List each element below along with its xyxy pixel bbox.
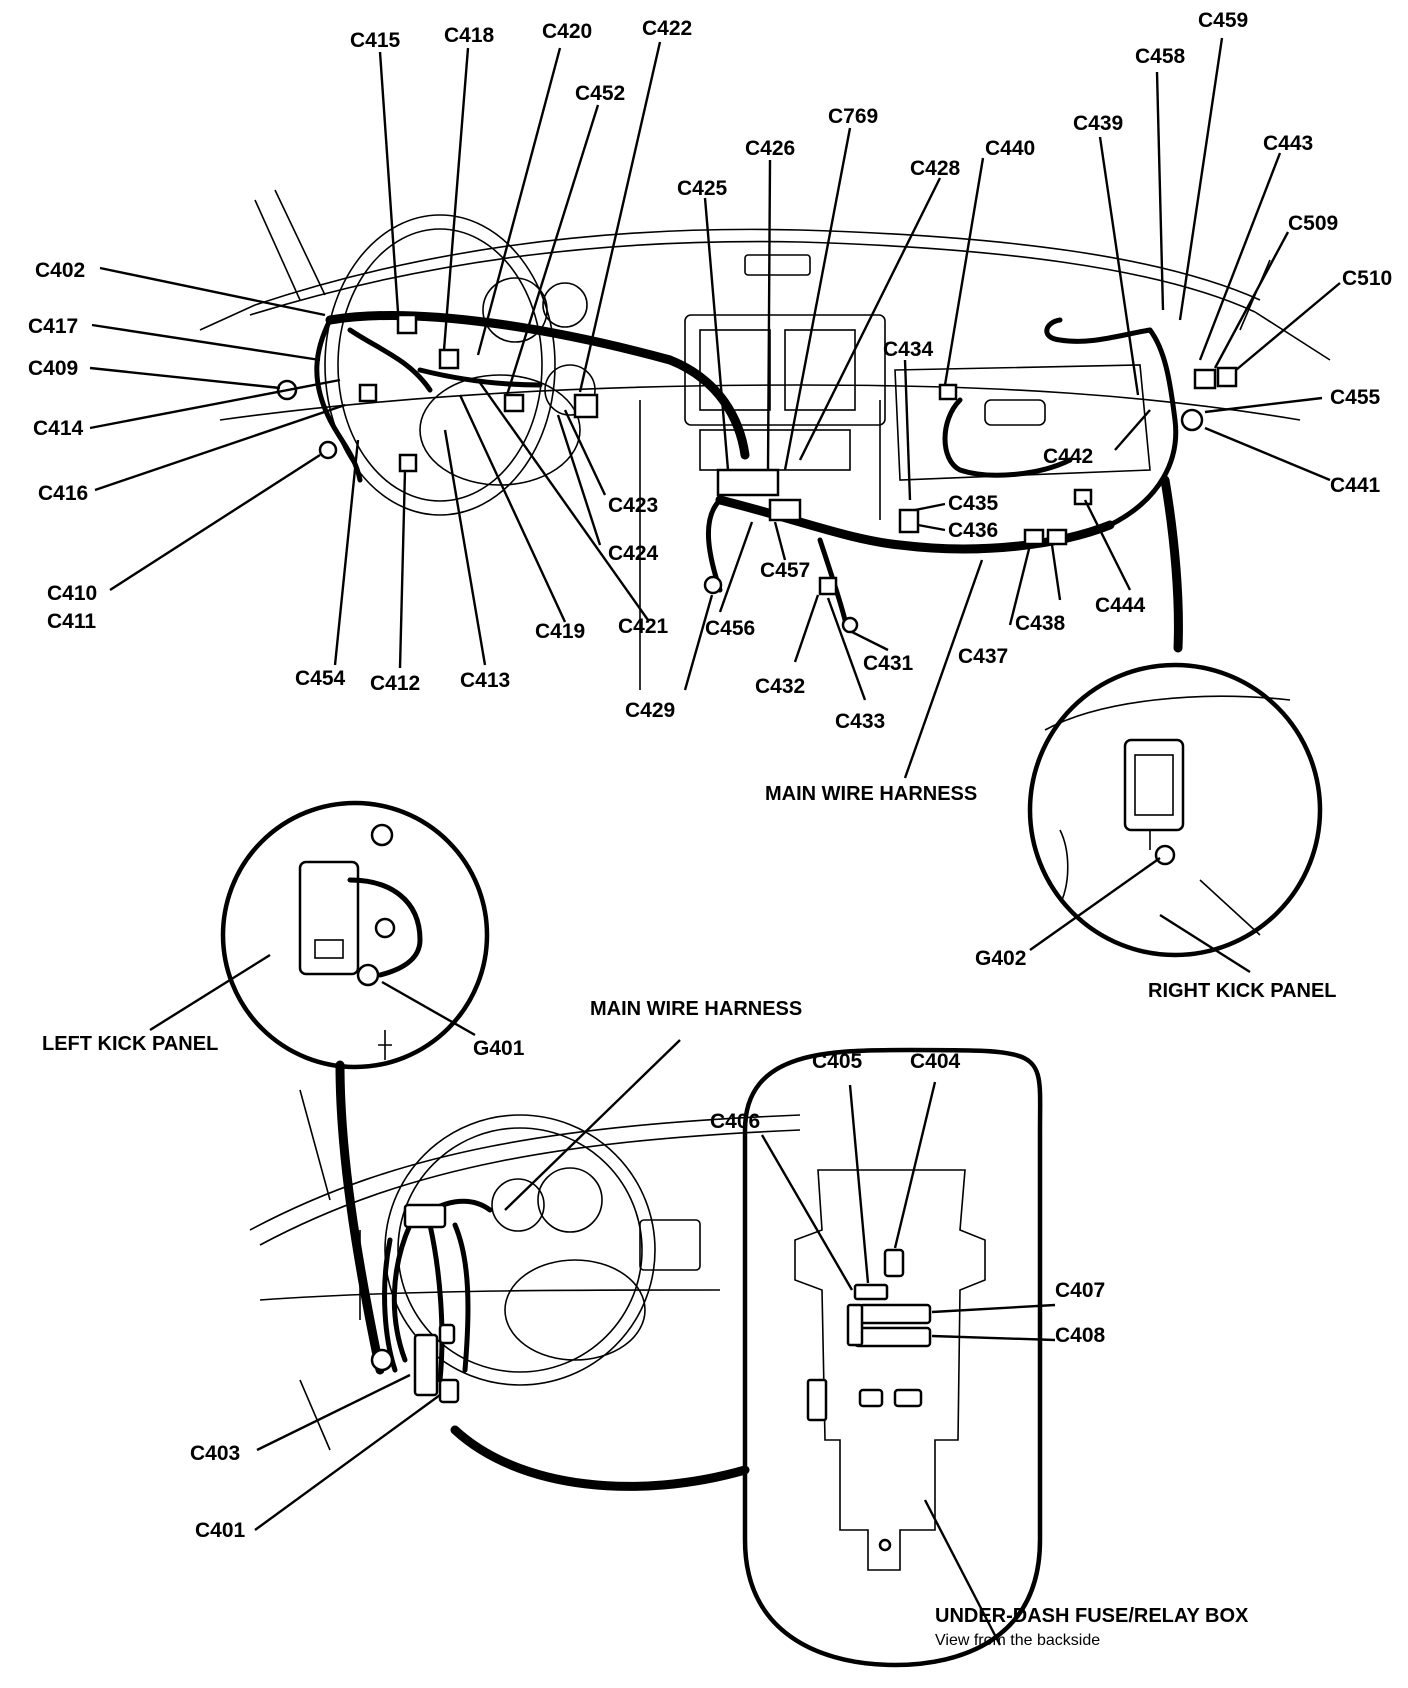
label-c454: C454 [295, 667, 346, 690]
label-c407: C407 [1055, 1279, 1105, 1302]
label-c426: C426 [745, 137, 795, 160]
label-c439: C439 [1073, 112, 1123, 135]
label-c420: C420 [542, 20, 592, 43]
label-c425: C425 [677, 177, 728, 200]
label-c432: C432 [755, 675, 805, 698]
label-c452: C452 [575, 82, 625, 105]
label-c455: C455 [1330, 386, 1381, 409]
label-c409: C409 [28, 357, 78, 380]
caption-fuse-relay-box-note: View from the backside [935, 1632, 1100, 1649]
label-c422: C422 [642, 17, 692, 40]
label-c403: C403 [190, 1442, 240, 1465]
left-kick-panel-inset [149, 800, 490, 1375]
label-c401: C401 [195, 1519, 246, 1542]
label-c458: C458 [1135, 45, 1186, 68]
label-c457: C457 [760, 559, 810, 582]
label-c423: C423 [608, 494, 658, 517]
upper-dashboard-illustration [199, 189, 1331, 690]
label-c424: C424 [608, 542, 659, 565]
label-c509: C509 [1288, 212, 1338, 235]
label-c429: C429 [625, 699, 675, 722]
caption-right-kick-panel: RIGHT KICK PANEL [1148, 980, 1337, 1002]
captions: MAIN WIRE HARNESS MAIN WIRE HARNESS RIGH… [42, 783, 1337, 1649]
fuse-relay-box-inset [742, 1047, 1056, 1668]
lower-dashboard-illustration [249, 1039, 801, 1531]
label-c405: C405 [812, 1050, 863, 1073]
label-c444: C444 [1095, 594, 1146, 617]
label-c442: C442 [1043, 445, 1093, 468]
label-c417: C417 [28, 315, 78, 338]
label-c406: C406 [710, 1110, 760, 1133]
label-c435: C435 [948, 492, 999, 515]
label-c416: C416 [38, 482, 88, 505]
label-c433: C433 [835, 710, 885, 733]
right-kick-panel-inset [1027, 475, 1323, 974]
label-c769: C769 [828, 105, 878, 128]
label-c410: C410 [47, 582, 97, 605]
label-c419: C419 [535, 620, 585, 643]
label-c402: C402 [35, 259, 85, 282]
label-c437: C437 [958, 645, 1008, 668]
label-c408: C408 [1055, 1324, 1106, 1347]
caption-main-wire-harness-lower: MAIN WIRE HARNESS [590, 998, 802, 1020]
label-c440: C440 [985, 137, 1035, 160]
caption-left-kick-panel: LEFT KICK PANEL [42, 1033, 218, 1055]
label-c404: C404 [910, 1050, 961, 1073]
label-c418: C418 [444, 24, 495, 47]
label-c414: C414 [33, 417, 84, 440]
label-c421: C421 [618, 615, 669, 638]
label-c459: C459 [1198, 9, 1248, 32]
caption-main-wire-harness-upper: MAIN WIRE HARNESS [765, 783, 977, 805]
caption-fuse-relay-box: UNDER-DASH FUSE/RELAY BOX [935, 1605, 1249, 1627]
label-g402: G402 [975, 947, 1026, 970]
label-c431: C431 [863, 652, 914, 675]
label-c434: C434 [883, 338, 934, 361]
label-c413: C413 [460, 669, 510, 692]
label-c428: C428 [910, 157, 961, 180]
label-c415: C415 [350, 29, 401, 52]
label-c510: C510 [1342, 267, 1392, 290]
label-c436: C436 [948, 519, 998, 542]
label-c441: C441 [1330, 474, 1381, 497]
label-c412: C412 [370, 672, 420, 695]
label-c411: C411 [47, 610, 96, 633]
label-g401: G401 [473, 1037, 525, 1060]
connector-labels: C415 C418 C420 C422 C452 C769 C426 C425 … [28, 9, 1392, 1542]
leader-lines-upper [89, 37, 1341, 779]
label-c456: C456 [705, 617, 755, 640]
label-c443: C443 [1263, 132, 1313, 155]
label-c438: C438 [1015, 612, 1066, 635]
